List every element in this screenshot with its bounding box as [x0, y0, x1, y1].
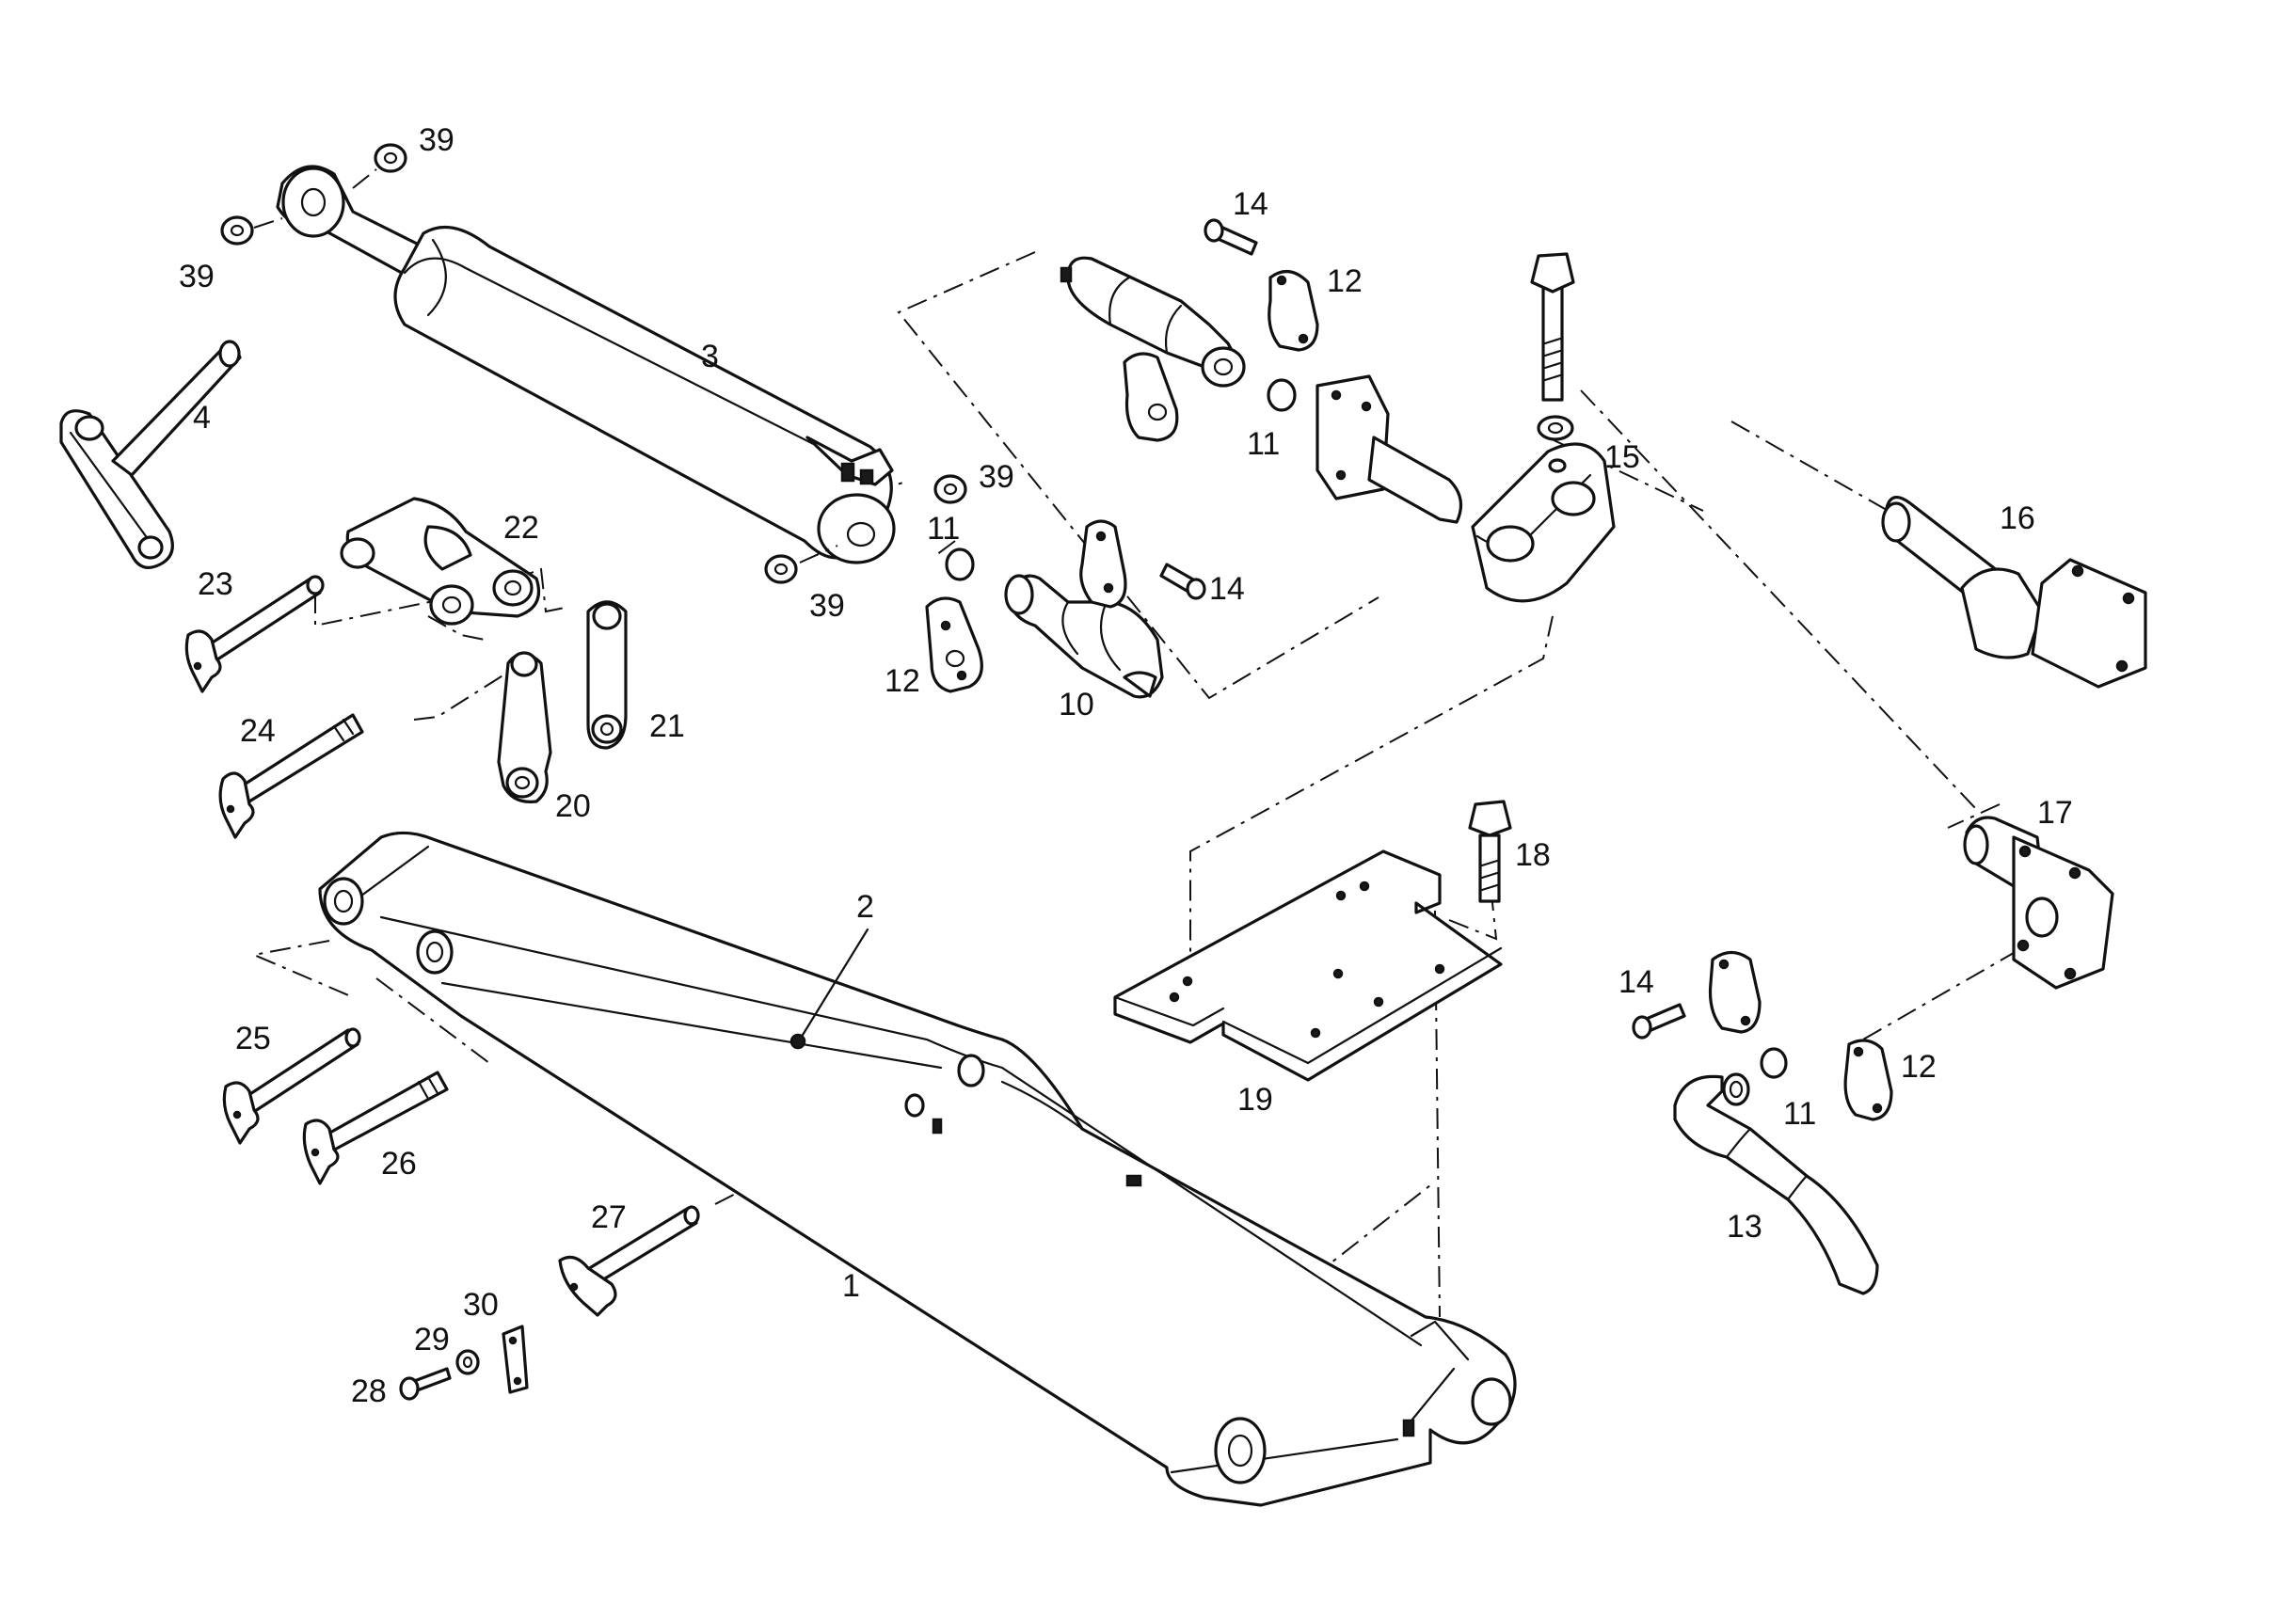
label-14-mid: 14 [1209, 571, 1245, 607]
label-16: 16 [2000, 500, 2035, 536]
label-21: 21 [649, 708, 685, 744]
washer-39-mid-left [764, 545, 838, 584]
label-24: 24 [240, 713, 276, 749]
flange-half-12-upper-right [1268, 270, 1319, 352]
label-23: 23 [198, 566, 233, 602]
bolt-18 [1468, 800, 1512, 903]
label-30: 30 [463, 1287, 499, 1323]
bolt-28 [399, 1367, 452, 1401]
pin-27 [558, 1205, 700, 1317]
flange-half-12-right-upper [1708, 950, 1762, 1034]
label-15: 15 [1604, 439, 1640, 475]
label-19: 19 [1237, 1082, 1273, 1118]
flanged-pipe-upper [1315, 374, 1463, 524]
label-17: 17 [2037, 795, 2073, 831]
pipe-clamp-15 [1471, 442, 1616, 603]
bolt-long-15 [1530, 252, 1575, 402]
flanged-fitting-17 [1963, 816, 2114, 990]
label-12-right: 12 [1901, 1049, 1937, 1085]
lock-plate-30 [502, 1325, 529, 1394]
label-12-mid: 12 [885, 663, 920, 699]
flanged-pipe-16 [1881, 496, 2147, 689]
pin-with-lock-plate-4 [59, 340, 242, 569]
pin-24 [218, 713, 364, 839]
flange-half-12-right-lower [1843, 1039, 1893, 1121]
label-14-upper: 14 [1233, 186, 1268, 222]
bolt-14-top [1204, 218, 1258, 256]
pin-23 [184, 575, 325, 693]
label-2: 2 [856, 889, 874, 925]
mounting-plate-19 [1113, 849, 1503, 1082]
label-39-mid-right: 39 [979, 459, 1014, 495]
washer-39-top-left [220, 215, 283, 246]
label-39-top-left: 39 [179, 259, 215, 294]
bolt-14-mid [1159, 563, 1206, 600]
hose-fitting-upper [1060, 256, 1246, 388]
flange-half-12-lower [925, 596, 983, 693]
label-4: 4 [193, 400, 211, 436]
label-29: 29 [414, 1322, 450, 1357]
label-39-top-right: 39 [419, 122, 454, 158]
label-25: 25 [235, 1021, 271, 1056]
label-18: 18 [1515, 837, 1551, 873]
flange-half-12-upper-left [1123, 352, 1179, 442]
o-ring-11-lower [945, 548, 975, 581]
label-20: 20 [555, 788, 591, 824]
link-22 [340, 497, 541, 626]
flange-half-12-upper-small [1079, 519, 1127, 609]
label-11-right: 11 [1783, 1096, 1816, 1132]
pin-26 [302, 1071, 449, 1185]
label-12-upper: 12 [1327, 263, 1363, 299]
label-1: 1 [842, 1268, 860, 1304]
label-3: 3 [701, 339, 719, 374]
washer-15 [1537, 415, 1574, 441]
label-14-right: 14 [1618, 964, 1654, 1000]
hose-fitting-10 [1004, 574, 1164, 699]
boom-arm [318, 831, 1517, 1507]
label-10: 10 [1059, 687, 1094, 722]
label-26: 26 [381, 1146, 417, 1182]
pin-25 [222, 1027, 361, 1145]
label-11-upper: 11 [1247, 426, 1280, 462]
label-27: 27 [591, 1199, 627, 1235]
label-22: 22 [503, 510, 539, 546]
link-plate-20 [497, 651, 552, 803]
label-11-mid: 11 [927, 511, 960, 547]
hydraulic-cylinder [276, 165, 896, 564]
o-ring-11-upper [1267, 378, 1297, 412]
link-plate-21 [586, 600, 628, 750]
label-28: 28 [351, 1373, 387, 1409]
washer-39-mid-right [933, 474, 967, 504]
grease-nipple [789, 928, 869, 1050]
label-39-mid-left: 39 [809, 588, 845, 624]
washer-29 [455, 1349, 480, 1375]
bolt-14-right [1632, 1003, 1686, 1040]
label-13: 13 [1727, 1209, 1762, 1245]
o-ring-11-right [1760, 1047, 1788, 1079]
part-number-labels: 1 2 3 4 10 11 11 11 12 12 12 13 14 14 14… [179, 122, 2073, 1409]
hose-13 [1673, 1072, 1879, 1295]
washer-39-top-right [352, 143, 407, 189]
